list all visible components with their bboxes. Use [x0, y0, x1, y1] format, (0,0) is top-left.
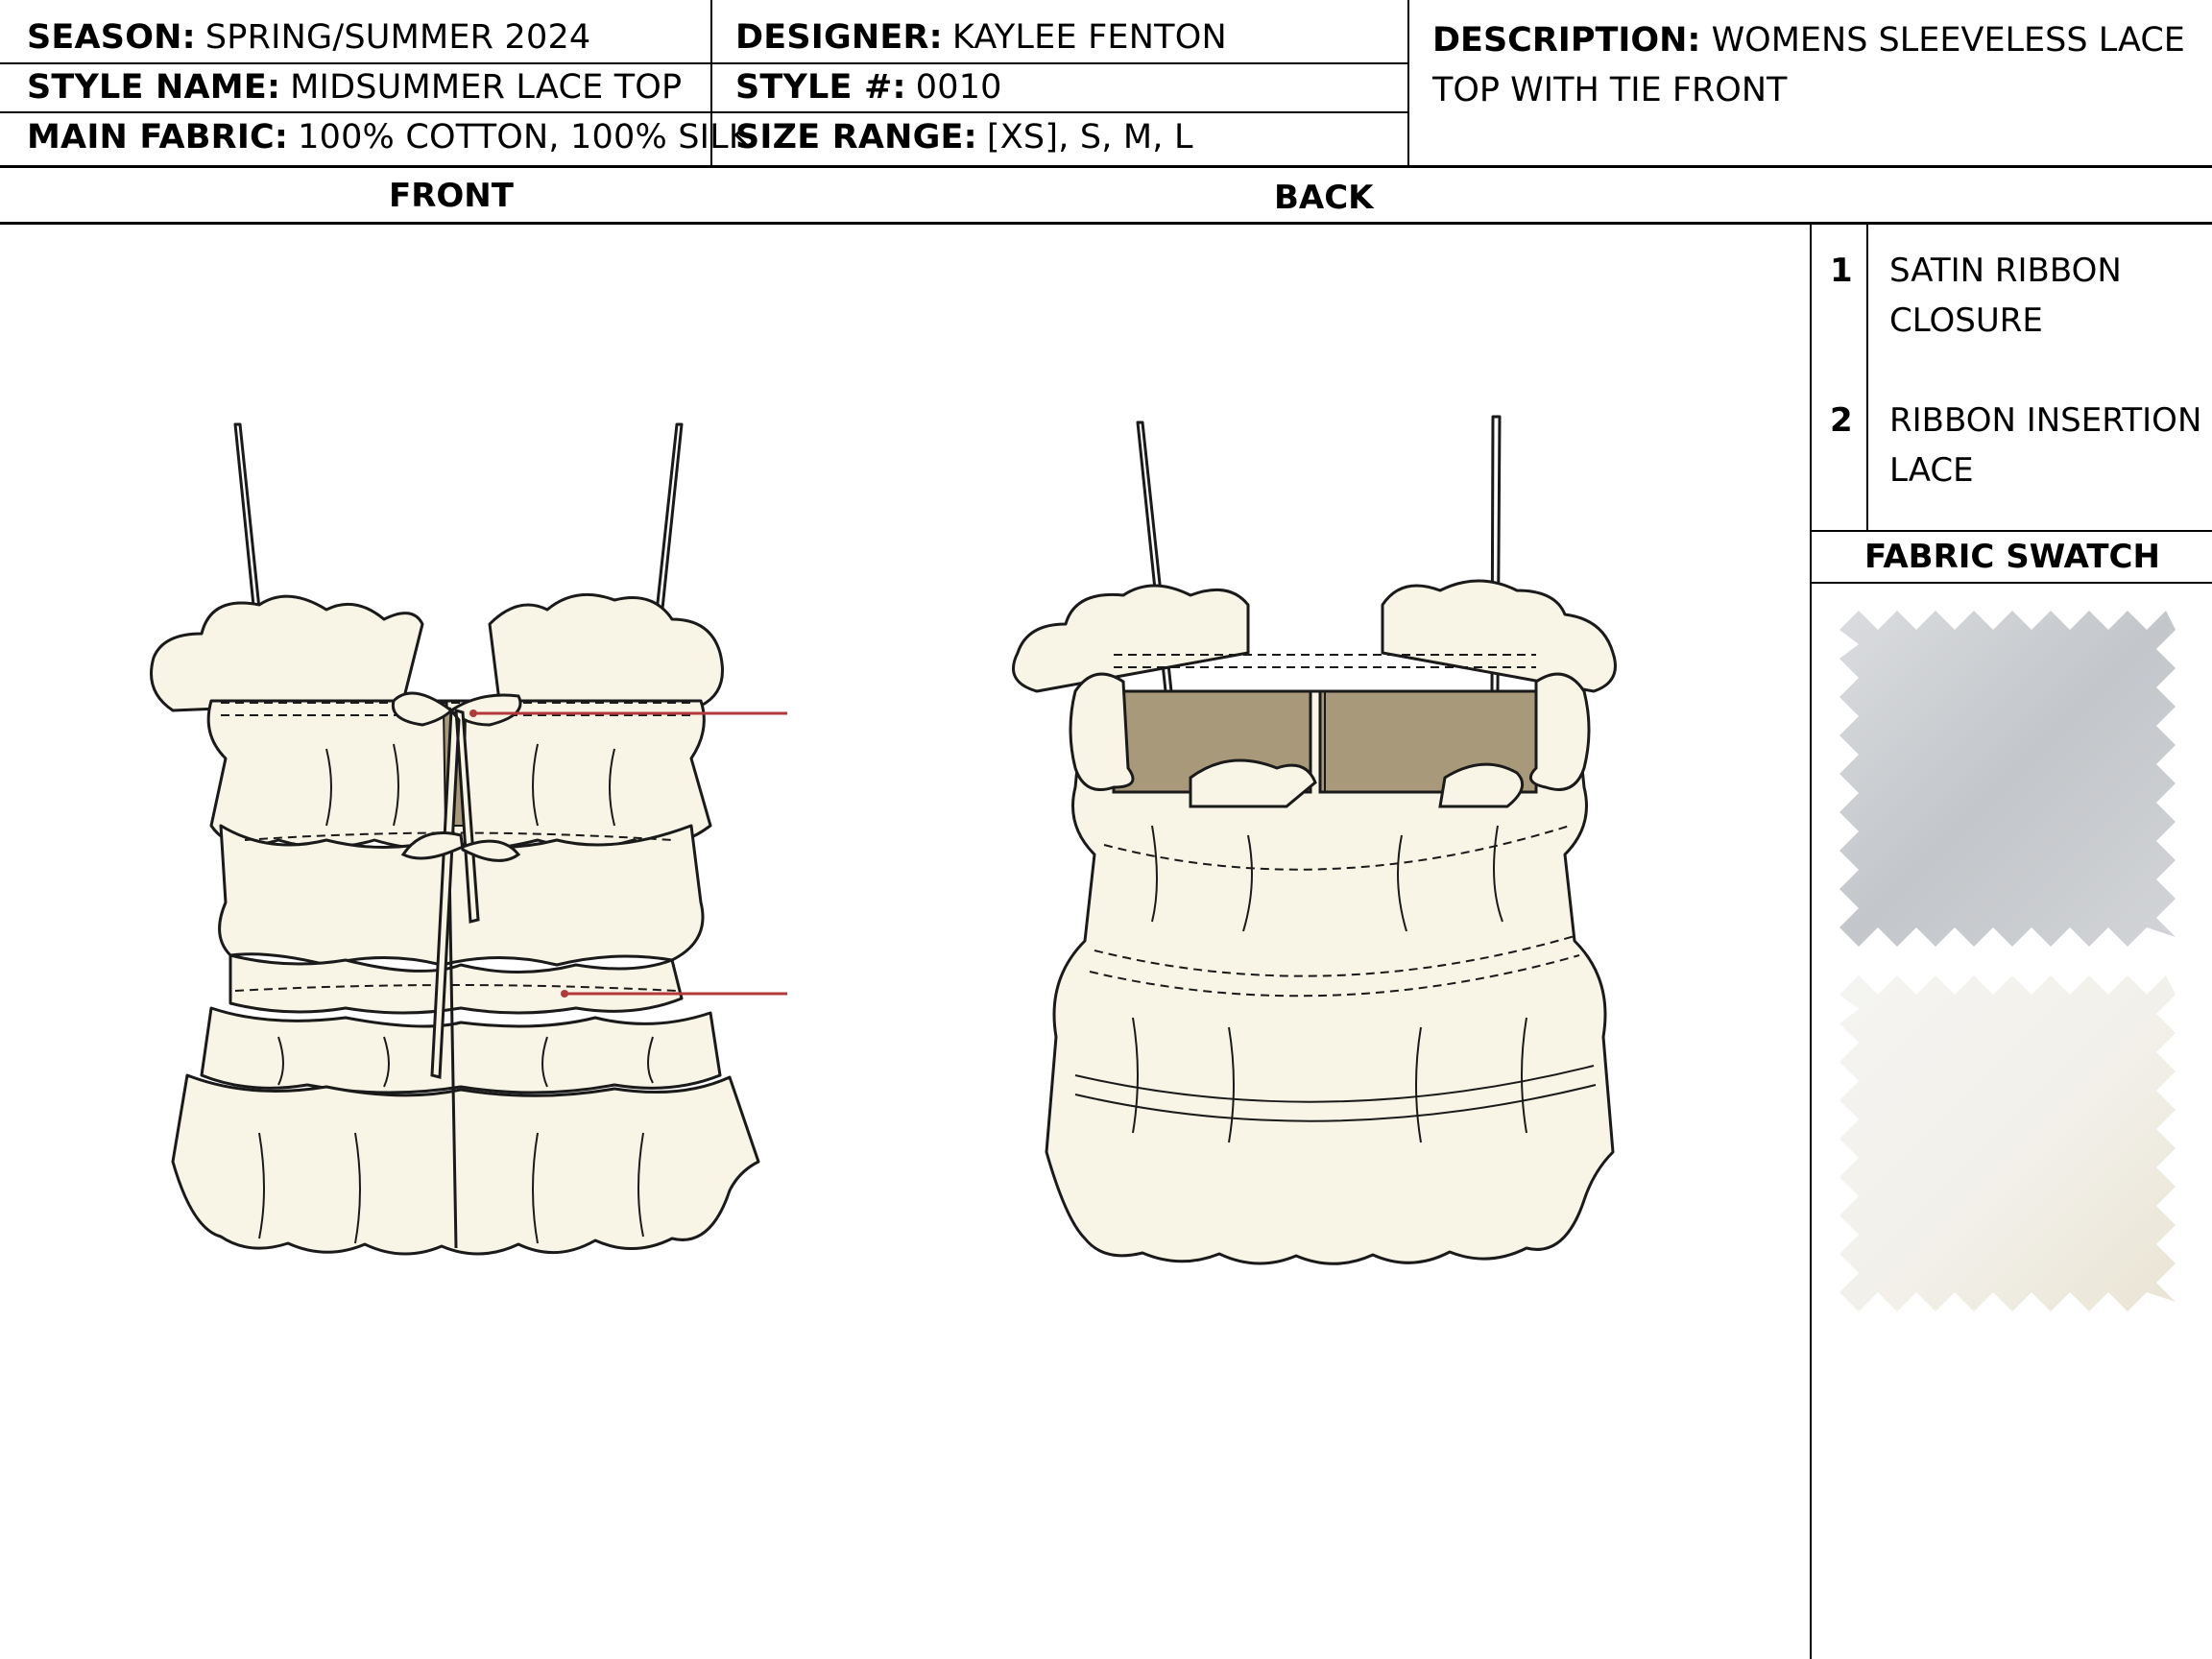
ruffle-fold: [1189, 758, 1317, 808]
fabric-swatch-2: [1839, 975, 2176, 1311]
stitch-line: [1094, 935, 1575, 977]
main-fabric-field: MAIN FABRIC: 100% COTTON, 100% SILK: [27, 119, 751, 155]
left-top-ruffle: [1012, 584, 1250, 693]
season-label: SEASON:: [27, 18, 196, 57]
row-divider: [0, 62, 1409, 64]
back-flat-sketch: [1012, 415, 1617, 1265]
stitch-line: [234, 984, 678, 992]
tier-seam: [1074, 1065, 1597, 1122]
style-number-field: STYLE #: 0010: [735, 69, 1002, 105]
fabric-swatch-1: [1839, 611, 2176, 947]
left-top-ruffle: [150, 594, 424, 712]
description-field: DESCRIPTION: WOMENS SLEEVELESS LACE TOP …: [1432, 15, 2200, 115]
right-top-ruffle: [488, 592, 724, 708]
front-flat-sketch: 1 2: [150, 422, 787, 1256]
notes-bottom-rule: [1811, 530, 2212, 532]
column-divider: [1407, 0, 1409, 166]
waist-band: [228, 953, 684, 1015]
row-divider: [0, 111, 1409, 113]
main-fabric-label: MAIN FABRIC:: [27, 118, 289, 156]
header-bottom-rule: [0, 165, 2212, 168]
gather-lines: [258, 1132, 644, 1244]
gather-lines: [1132, 1017, 1527, 1143]
gather-lines: [325, 743, 615, 827]
ruffle-fold: [1438, 762, 1525, 808]
pinked-edge-swatch-1: [1839, 611, 2176, 947]
note-text-1: SATIN RIBBON CLOSURE: [1889, 252, 2122, 340]
spec-header: SEASON: SPRING/SUMMER 2024 STYLE NAME: M…: [0, 0, 2212, 167]
description-label: DESCRIPTION:: [1432, 21, 1701, 60]
note-text-2: RIBBON INSERTION LACE: [1889, 401, 2202, 490]
left-armhole-ruffle: [1069, 672, 1135, 791]
column-divider: [710, 0, 712, 166]
gather-lines: [277, 1036, 654, 1088]
gather-lines: [1151, 825, 1503, 932]
size-range-value: [XS], S, M, L: [986, 118, 1193, 156]
view-label-rule: [0, 222, 2212, 225]
stitch-line: [1089, 954, 1580, 998]
right-armhole-ruffle: [1528, 672, 1591, 791]
peplum-tier-2: [171, 1073, 760, 1256]
pinked-edge-swatch-2: [1839, 975, 2176, 1311]
ribbon-bow-mid: [400, 831, 521, 862]
right-top-ruffle: [1381, 579, 1617, 693]
style-number-value: 0010: [915, 68, 1002, 107]
front-view-label: FRONT: [389, 177, 514, 215]
note-number-2: 2: [1830, 401, 1853, 440]
style-name-label: STYLE NAME:: [27, 68, 281, 107]
stitch-line: [1103, 825, 1571, 871]
style-name-value: MIDSUMMER LACE TOP: [290, 68, 683, 107]
size-range-label: SIZE RANGE:: [735, 118, 977, 156]
swatch-title-rule: [1811, 582, 2212, 584]
peplum-tier-1: [200, 1006, 722, 1094]
fabric-swatch-title: FABRIC SWATCH: [1864, 538, 2160, 576]
sidebar-divider: [1810, 225, 1812, 1659]
note-number-1: 1: [1830, 252, 1853, 290]
designer-label: DESIGNER:: [735, 18, 943, 57]
description-value: WOMENS SLEEVELESS LACE TOP WITH TIE FRON…: [1432, 21, 2185, 109]
style-name-field: STYLE NAME: MIDSUMMER LACE TOP: [27, 69, 682, 105]
designer-field: DESIGNER: KAYLEE FENTON: [735, 19, 1227, 55]
back-body: [1045, 689, 1615, 1265]
season-field: SEASON: SPRING/SUMMER 2024: [27, 19, 590, 55]
style-number-label: STYLE #:: [735, 68, 906, 107]
callout-dot-2: [561, 990, 568, 998]
designer-value: KAYLEE FENTON: [951, 18, 1227, 57]
size-range-field: SIZE RANGE: [XS], S, M, L: [735, 119, 1193, 155]
season-value: SPRING/SUMMER 2024: [204, 18, 591, 57]
callout-dot-1: [469, 709, 477, 717]
notes-number-divider: [1866, 225, 1868, 530]
back-view-label: BACK: [1274, 179, 1374, 217]
main-fabric-value: 100% COTTON, 100% SILK: [298, 118, 752, 156]
